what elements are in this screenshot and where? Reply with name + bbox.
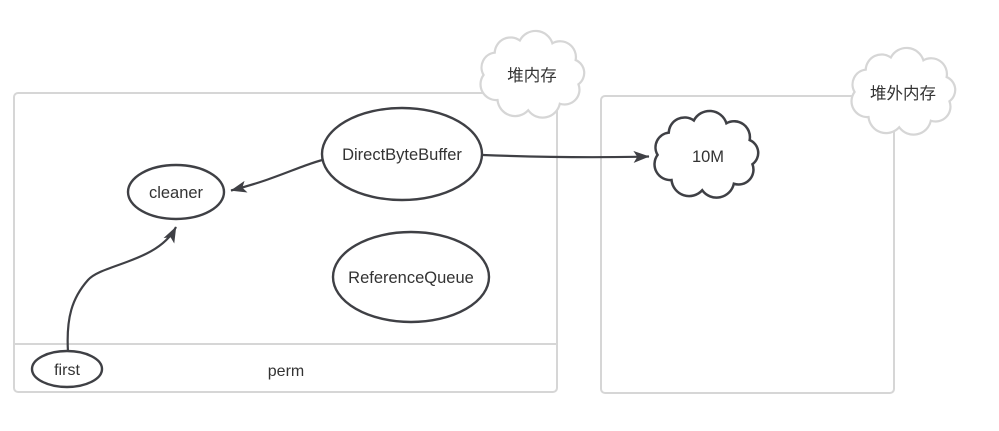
direct-byte-buffer-label: DirectByteBuffer (342, 146, 462, 164)
node-reference-queue (331, 230, 491, 324)
first-label: first (54, 362, 80, 379)
edge-first-to-cleaner (66, 226, 177, 353)
offheap-allocation-cloud (653, 109, 760, 199)
node-first (30, 349, 104, 389)
node-cleaner (126, 163, 226, 221)
reference-queue-label: ReferenceQueue (348, 269, 474, 287)
perm-label: perm (268, 363, 304, 380)
edge-directbytebuffer-to-10m (482, 150, 650, 163)
offheap-size-label: 10M (692, 148, 724, 166)
heap-label-cloud (479, 29, 586, 119)
heap-cloud-label: 堆内存 (507, 66, 557, 85)
offheap-label-cloud (850, 46, 957, 136)
cleaner-label: cleaner (149, 184, 204, 202)
node-direct-byte-buffer (320, 106, 484, 202)
edge-directbytebuffer-to-cleaner (230, 156, 331, 193)
offheap-cloud-label: 堆外内存 (870, 84, 936, 103)
